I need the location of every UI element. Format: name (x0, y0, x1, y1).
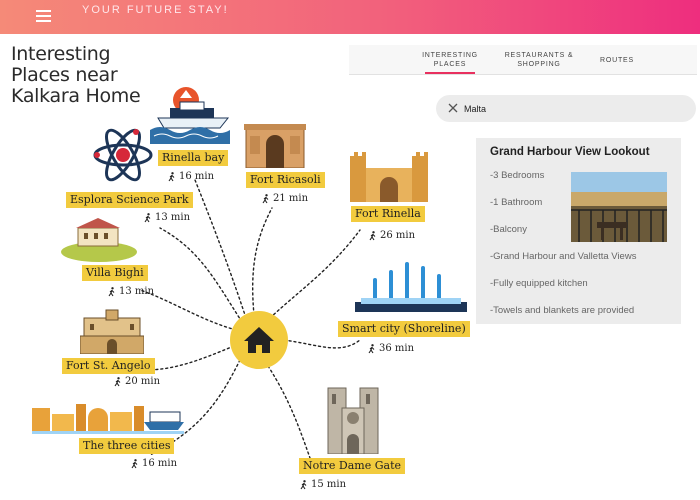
brand-title: YOUR FUTURE STAY! (82, 4, 229, 16)
listing-feature: -Grand Harbour and Valletta Views (490, 251, 637, 262)
walk-time-text: 26 min (380, 230, 416, 241)
walk-time-text: 16 min (142, 458, 178, 469)
walking-person-icon (114, 376, 121, 386)
fort-ricasoli-illustration (244, 124, 306, 168)
search-input[interactable] (464, 99, 684, 118)
page-title: Interesting Places near Kalkara Home (11, 43, 141, 107)
tab-label-line: RESTAURANTS & (504, 52, 574, 59)
walk-time-text: 16 min (179, 171, 215, 182)
walk-time-text: 13 min (155, 212, 191, 223)
villa-bighi-illustration (61, 218, 137, 262)
place-label-smart-city[interactable]: Smart city (Shoreline) (338, 321, 470, 337)
walk-time-text: 20 min (125, 376, 161, 387)
walk-time-fort-ricasoli: 21 min (262, 193, 308, 204)
walk-time-fort-rinella: 26 min (369, 230, 415, 241)
three-cities-illustration (32, 404, 184, 434)
walking-person-icon (369, 230, 376, 240)
walk-time-esplora-science-park: 13 min (144, 212, 190, 223)
fort-st-angelo-illustration (80, 309, 144, 354)
menu-icon[interactable] (34, 7, 54, 25)
walk-time-fort-st-angelo: 20 min (114, 376, 160, 387)
place-label-fort-rinella[interactable]: Fort Rinella (351, 206, 425, 222)
listing-card[interactable]: Grand Harbour View Lookout -3 Bedrooms -… (476, 138, 681, 324)
walk-time-smart-city: 36 min (368, 343, 414, 354)
walking-person-icon (168, 171, 175, 181)
listing-feature: -1 Bathroom (490, 197, 543, 208)
listing-photo (571, 172, 667, 242)
atom-illustration (93, 128, 153, 182)
home-hub[interactable] (230, 311, 288, 369)
app-header: YOUR FUTURE STAY! (0, 0, 700, 34)
place-label-rinella-bay[interactable]: Rinella bay (158, 150, 229, 166)
walking-person-icon (368, 343, 375, 353)
active-tab-indicator (425, 72, 475, 74)
tab-label-line: SHOPPING (517, 61, 561, 68)
walking-person-icon (144, 212, 151, 222)
tab-label-line: PLACES (433, 61, 467, 68)
walking-person-icon (131, 458, 138, 468)
close-icon[interactable] (446, 101, 460, 115)
search-bar (436, 95, 696, 122)
listing-feature: -Towels and blankets are provided (490, 305, 635, 316)
tab-label-line: INTERESTING (422, 52, 478, 59)
boat-illustration (150, 87, 230, 144)
tab-routes[interactable]: ROUTES (595, 45, 639, 75)
walk-time-text: 36 min (379, 343, 415, 354)
walk-time-three-cities: 16 min (131, 458, 177, 469)
walking-person-icon (262, 193, 269, 203)
notre-dame-gate-illustration (327, 387, 379, 454)
place-label-fort-ricasoli[interactable]: Fort Ricasoli (246, 172, 325, 188)
tab-interesting-places[interactable]: INTERESTING PLACES (419, 45, 481, 75)
walk-time-text: 15 min (311, 479, 347, 490)
place-label-fort-st-angelo[interactable]: Fort St. Angelo (62, 358, 155, 374)
listing-title: Grand Harbour View Lookout (490, 146, 650, 158)
place-label-three-cities[interactable]: The three cities (79, 438, 175, 454)
home-icon (244, 327, 274, 353)
walk-time-text: 13 min (119, 286, 155, 297)
walk-time-rinella-bay: 16 min (168, 171, 214, 182)
walk-time-text: 21 min (273, 193, 309, 204)
fountain-illustration (355, 262, 467, 312)
place-label-villa-bighi[interactable]: Villa Bighi (82, 265, 148, 281)
listing-feature: -Balcony (490, 224, 527, 235)
walking-person-icon (108, 286, 115, 296)
walk-time-villa-bighi: 13 min (108, 286, 154, 297)
place-label-esplora-science-park[interactable]: Esplora Science Park (66, 192, 193, 208)
walk-time-notre-dame-gate: 15 min (300, 479, 346, 490)
tab-label-line: ROUTES (600, 56, 634, 64)
walking-person-icon (300, 479, 307, 489)
listing-feature: -3 Bedrooms (490, 170, 545, 181)
tab-restaurants-shopping[interactable]: RESTAURANTS & SHOPPING (499, 45, 579, 75)
place-label-notre-dame-gate[interactable]: Notre Dame Gate (299, 458, 406, 474)
fort-rinella-illustration (350, 152, 428, 202)
listing-feature: -Fully equipped kitchen (490, 278, 588, 289)
